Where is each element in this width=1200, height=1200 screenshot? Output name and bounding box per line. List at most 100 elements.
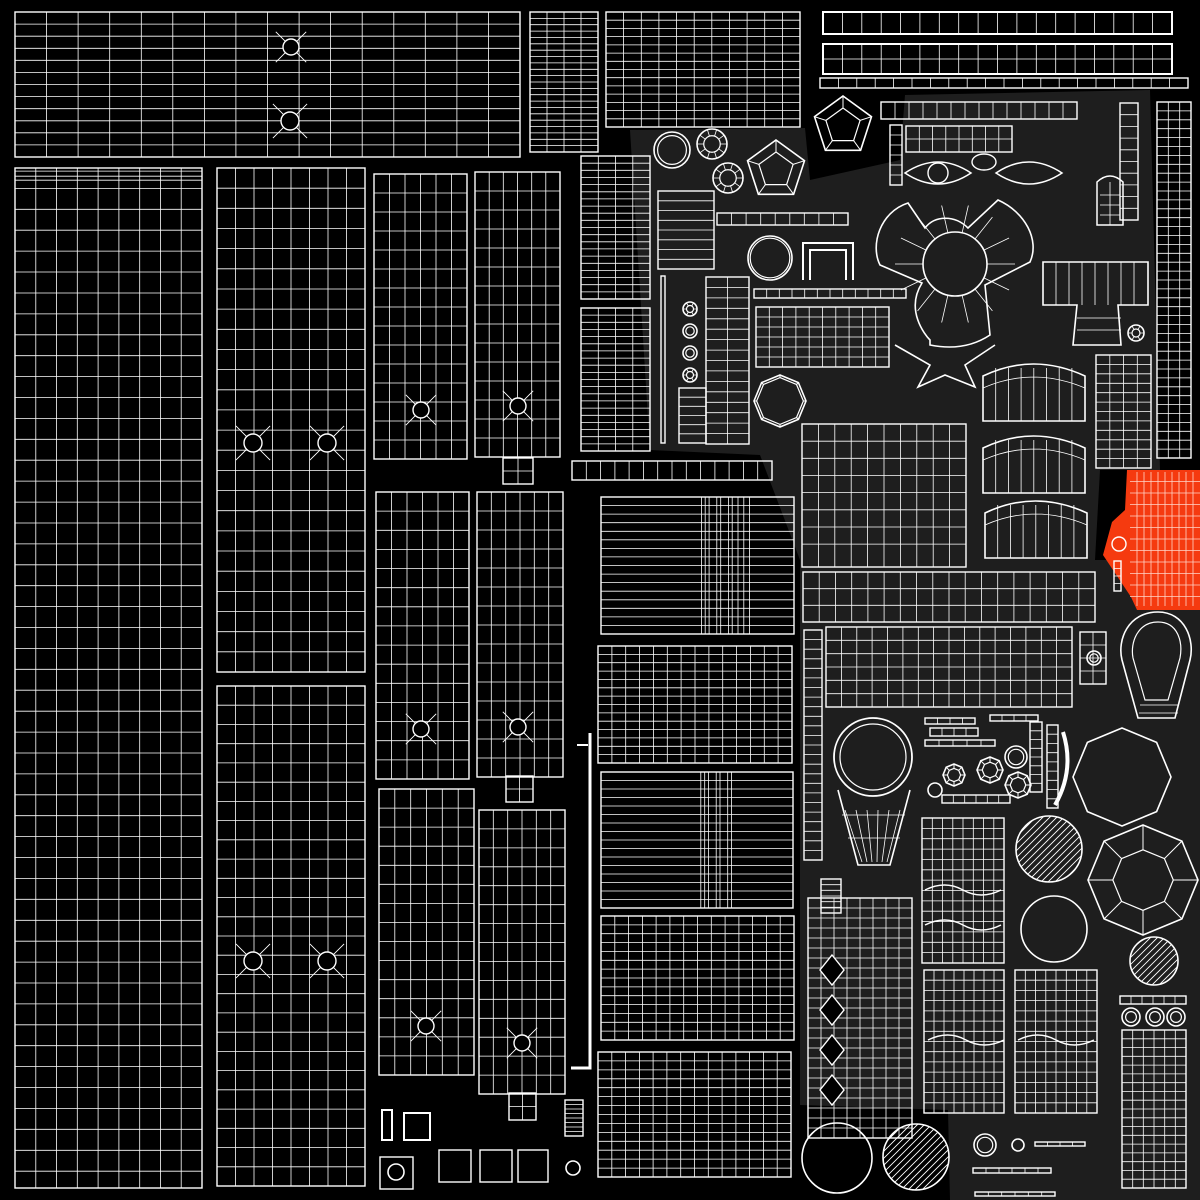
wire-lines	[826, 627, 1072, 707]
small-panel-island	[905, 125, 1013, 153]
bolt-spokes	[410, 1010, 442, 1042]
wide-beam-island	[802, 571, 1096, 623]
teardrop-lines	[1139, 704, 1178, 714]
thin-rod-island	[660, 275, 666, 444]
wire-lines	[766, 289, 894, 298]
disc-outline	[882, 1123, 950, 1191]
highlight-hole	[1111, 536, 1127, 552]
teardrop-inner	[1131, 621, 1182, 701]
left-panel-upper-island	[216, 167, 366, 673]
circle-inner	[656, 135, 687, 166]
tiny-strip-island	[564, 1099, 584, 1137]
hatched-disc-3	[882, 1123, 950, 1191]
arch-grid	[982, 440, 1086, 493]
wire-lines	[585, 461, 759, 480]
bolt-circle	[412, 720, 430, 738]
arch-frame-island	[802, 242, 854, 280]
lens-hole	[927, 162, 949, 184]
bolt-spokes	[309, 943, 345, 979]
mini-bar-7	[972, 1167, 1052, 1174]
diamond-marker-1	[819, 953, 845, 987]
roof-block-island	[801, 423, 967, 568]
mini-bar-1	[924, 717, 976, 725]
wire-lines	[217, 686, 365, 1186]
funnel-body	[837, 789, 911, 866]
circle-outline	[1086, 650, 1102, 666]
lens-islands	[903, 153, 1064, 185]
lens-small	[971, 153, 997, 171]
small-frame-island	[1079, 631, 1107, 685]
arch-outline	[984, 500, 1088, 559]
arch-panel-island-1	[982, 363, 1086, 422]
mid-panel-b3	[478, 809, 566, 1095]
mini-column-2	[1046, 724, 1059, 809]
mini-ring-1	[1004, 745, 1028, 769]
polygon-spokes	[814, 96, 872, 151]
bolt-circle	[513, 1034, 531, 1052]
circle-outline	[682, 345, 698, 361]
narrow-strip-island	[529, 11, 599, 153]
wire-lines	[1015, 970, 1097, 1113]
circle-outline	[747, 235, 793, 281]
island-border	[716, 212, 849, 226]
wire-lines	[838, 78, 1170, 88]
highlight-fill	[1103, 470, 1200, 610]
wire-lines	[1157, 102, 1191, 458]
wire-lines	[906, 126, 1012, 152]
island-border	[479, 1149, 513, 1183]
polygon-spokes	[754, 375, 806, 427]
lens-outline	[994, 161, 1064, 185]
octagon-island-1	[753, 374, 807, 428]
door-island	[1096, 175, 1124, 226]
teardrop-island	[1120, 611, 1192, 719]
tab-island-3	[508, 1092, 537, 1121]
wire-lines	[1030, 730, 1042, 784]
circle-outline	[801, 1122, 873, 1194]
funnel-grid	[842, 809, 905, 863]
square-island-4	[517, 1149, 549, 1183]
wire-lines	[15, 168, 202, 1188]
hatched-disc-1	[1015, 815, 1083, 883]
bracket-pieces	[381, 1109, 431, 1141]
small-ring-3	[1086, 650, 1102, 666]
polygon-spokes	[1005, 772, 1031, 798]
wire-lines	[802, 424, 966, 567]
teardrop-outline	[1120, 611, 1192, 719]
mini-bar-5	[941, 794, 1011, 804]
funnel-rim-inner	[839, 723, 907, 791]
wire-lines	[581, 308, 650, 451]
wire-lines	[1130, 996, 1176, 1004]
small-ring-6	[1166, 1007, 1186, 1027]
wire-lines	[565, 1104, 583, 1132]
square-island-2	[438, 1149, 472, 1183]
mini-octagon-3	[1004, 771, 1032, 799]
diamond-shape	[819, 1033, 845, 1067]
mini-octagon-1	[942, 763, 966, 787]
octagon-island-2	[1072, 727, 1172, 827]
mini-octagon-2	[976, 756, 1004, 784]
highlight-grid	[1130, 472, 1200, 606]
circle-outline	[1166, 1007, 1186, 1027]
island-border	[1046, 724, 1059, 809]
disc-hatch	[1130, 937, 1178, 985]
wire-lines	[985, 1168, 1039, 1173]
tiny-ring	[565, 1160, 581, 1176]
wire-lines	[823, 44, 1172, 74]
step-rungs-island	[820, 878, 842, 914]
wire-lines	[598, 1052, 791, 1177]
circle-spokes	[1128, 325, 1144, 341]
bracket-island	[571, 733, 592, 1070]
small-ring	[387, 1163, 405, 1181]
wire-lines	[1001, 715, 1027, 721]
arch-frame	[802, 242, 854, 280]
disc-outline	[1015, 815, 1083, 883]
mini-ring-2	[927, 782, 943, 798]
circle-inner	[1148, 1010, 1161, 1023]
bolt-hole-marker	[235, 943, 271, 979]
wire-lines	[606, 12, 800, 127]
wire-lines	[1047, 1142, 1073, 1146]
bolt-circle	[243, 951, 263, 971]
circle-outline	[653, 131, 691, 169]
bolt-ring-2	[682, 323, 698, 339]
